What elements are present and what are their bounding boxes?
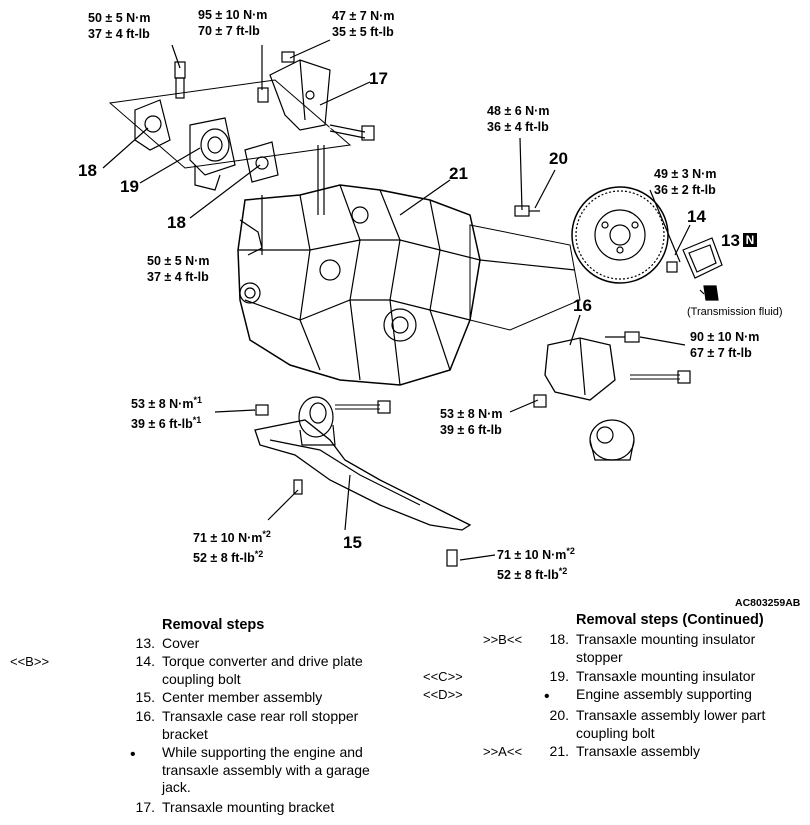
- torque-ftlb: 37 ± 4 ft-lb: [147, 270, 209, 284]
- step-text: Transaxle mounting bracket: [162, 799, 335, 815]
- torque-ftlb: 35 ± 5 ft-lb: [332, 25, 394, 39]
- step-number: 15.: [135, 689, 155, 705]
- torque-ftlb: 39 ± 6 ft-lb*1: [131, 415, 202, 432]
- step-text: Transaxle mounting insulator: [576, 631, 756, 647]
- callout-14: 14: [687, 207, 706, 226]
- torque-nm: 90 ± 10 N·m: [690, 330, 760, 344]
- engine-support-mark: <<D>>: [423, 687, 463, 702]
- step-number: 13.: [135, 635, 155, 651]
- torque-nm: 71 ± 10 N·m*2: [193, 529, 271, 546]
- step-text: Torque converter and drive plate: [162, 653, 363, 669]
- callout-21: 21: [449, 164, 468, 183]
- step-19-mark: <<C>>: [423, 669, 463, 684]
- torque-nm: 50 ± 5 N·m: [147, 254, 210, 268]
- step-14: 14. Torque converter and drive plate cou…: [125, 653, 415, 689]
- torque-spec-6: 50 ± 5 N·m 37 ± 4 ft-lb: [147, 253, 209, 285]
- step-18: 18. Transaxle mounting insulator stopper: [539, 631, 804, 667]
- torque-ftlb: 52 ± 8 ft-lb*2: [497, 566, 568, 583]
- step-support-note: While supporting the engine and transaxl…: [125, 744, 415, 798]
- step-text: Cover: [162, 635, 200, 651]
- exploded-view-diagram: [102, 39, 723, 567]
- step-text: Center member assembly: [162, 689, 323, 705]
- step-text: Transaxle assembly lower part: [576, 707, 766, 723]
- step-number: 14.: [135, 653, 155, 669]
- torque-ftlb: 67 ± 7 ft-lb: [690, 346, 752, 360]
- bullet-icon: •: [130, 746, 136, 763]
- torque-ftlb: 52 ± 8 ft-lb*2: [193, 549, 264, 566]
- torque-spec-11: 71 ± 10 N·m*2 52 ± 8 ft-lb*2: [497, 543, 575, 583]
- callout-16: 16: [573, 296, 592, 315]
- torque-ftlb: 36 ± 4 ft-lb: [487, 120, 549, 134]
- torque-nm: 53 ± 8 N·m: [440, 407, 503, 421]
- left-steps-heading: Removal steps: [162, 617, 265, 633]
- torque-ftlb: 70 ± 7 ft-lb: [198, 24, 260, 38]
- step-text-line2: coupling bolt: [162, 670, 241, 687]
- torque-nm: 50 ± 5 N·m: [88, 11, 151, 25]
- callout-13: 13: [721, 231, 740, 250]
- torque-spec-7: 90 ± 10 N·m 67 ± 7 ft-lb: [690, 329, 759, 361]
- step-text-line2: transaxle assembly with a garage: [162, 761, 370, 778]
- figure-reference: AC803259AB: [735, 597, 801, 609]
- step-number: 20.: [549, 707, 569, 723]
- callout-20: 20: [549, 149, 568, 168]
- new-part-icon: N: [743, 233, 757, 247]
- torque-nm: 48 ± 6 N·m: [487, 104, 550, 118]
- callout-15: 15: [343, 533, 362, 552]
- step-text: Transaxle mounting insulator: [576, 668, 756, 684]
- step-16: 16. Transaxle case rear roll stopper bra…: [125, 708, 415, 744]
- step-number: 19.: [549, 668, 569, 684]
- torque-ftlb: 36 ± 2 ft-lb: [654, 183, 716, 197]
- torque-nm: 71 ± 10 N·m*2: [497, 546, 575, 563]
- step-number: 18.: [549, 631, 569, 647]
- fluid-note: (Transmission fluid): [687, 306, 783, 318]
- step-13: 13. Cover: [125, 635, 415, 653]
- torque-spec-1: 50 ± 5 N·m 37 ± 4 ft-lb: [88, 10, 150, 42]
- step-text: While supporting the engine and: [162, 744, 363, 760]
- step-18-mark: >>B<<: [483, 632, 523, 647]
- torque-nm: 95 ± 10 N·m: [198, 8, 268, 22]
- step-engine-support: Engine assembly supporting: [539, 686, 804, 704]
- torque-spec-9: 53 ± 8 N·m 39 ± 6 ft-lb: [440, 406, 502, 438]
- step-text-line2: coupling bolt: [576, 724, 655, 741]
- step-19: 19. Transaxle mounting insulator: [539, 668, 804, 686]
- torque-spec-8: 53 ± 8 N·m*1 39 ± 6 ft-lb*1: [131, 392, 202, 432]
- step-20: 20. Transaxle assembly lower part coupli…: [539, 707, 804, 743]
- callout-18-lower: 18: [167, 213, 186, 232]
- step-text-line2: stopper: [576, 648, 623, 665]
- torque-spec-5: 49 ± 3 N·m 36 ± 2 ft-lb: [654, 166, 716, 198]
- step-17: 17. Transaxle mounting bracket: [125, 799, 415, 817]
- step-text-line3: jack.: [162, 779, 191, 795]
- bullet-icon: •: [544, 688, 550, 705]
- torque-nm: 49 ± 3 N·m: [654, 167, 717, 181]
- callout-18-upper: 18: [78, 161, 97, 180]
- callout-17: 17: [369, 69, 388, 88]
- torque-spec-10: 71 ± 10 N·m*2 52 ± 8 ft-lb*2: [193, 526, 271, 566]
- torque-ftlb: 37 ± 4 ft-lb: [88, 27, 150, 41]
- callout-19: 19: [120, 177, 139, 196]
- torque-spec-2: 95 ± 10 N·m 70 ± 7 ft-lb: [198, 7, 267, 39]
- torque-spec-4: 48 ± 6 N·m 36 ± 4 ft-lb: [487, 103, 549, 135]
- torque-nm: 47 ± 7 N·m: [332, 9, 395, 23]
- step-15: 15. Center member assembly: [125, 689, 415, 707]
- step-number: 17.: [135, 799, 155, 815]
- step-number: 21.: [549, 743, 569, 759]
- step-text: Engine assembly supporting: [576, 686, 752, 702]
- torque-ftlb: 39 ± 6 ft-lb: [440, 423, 502, 437]
- torque-spec-3: 47 ± 7 N·m 35 ± 5 ft-lb: [332, 8, 394, 40]
- step-21-mark: >>A<<: [483, 744, 523, 759]
- step-text: Transaxle assembly: [576, 743, 700, 759]
- step-21: 21. Transaxle assembly: [539, 743, 804, 761]
- step-number: 16.: [135, 708, 155, 724]
- right-steps-heading: Removal steps (Continued): [576, 612, 764, 628]
- torque-nm: 53 ± 8 N·m*1: [131, 395, 202, 412]
- step-text-line2: bracket: [162, 725, 208, 742]
- step-text: Transaxle case rear roll stopper: [162, 708, 359, 724]
- step-14-mark: <<B>>: [10, 654, 50, 669]
